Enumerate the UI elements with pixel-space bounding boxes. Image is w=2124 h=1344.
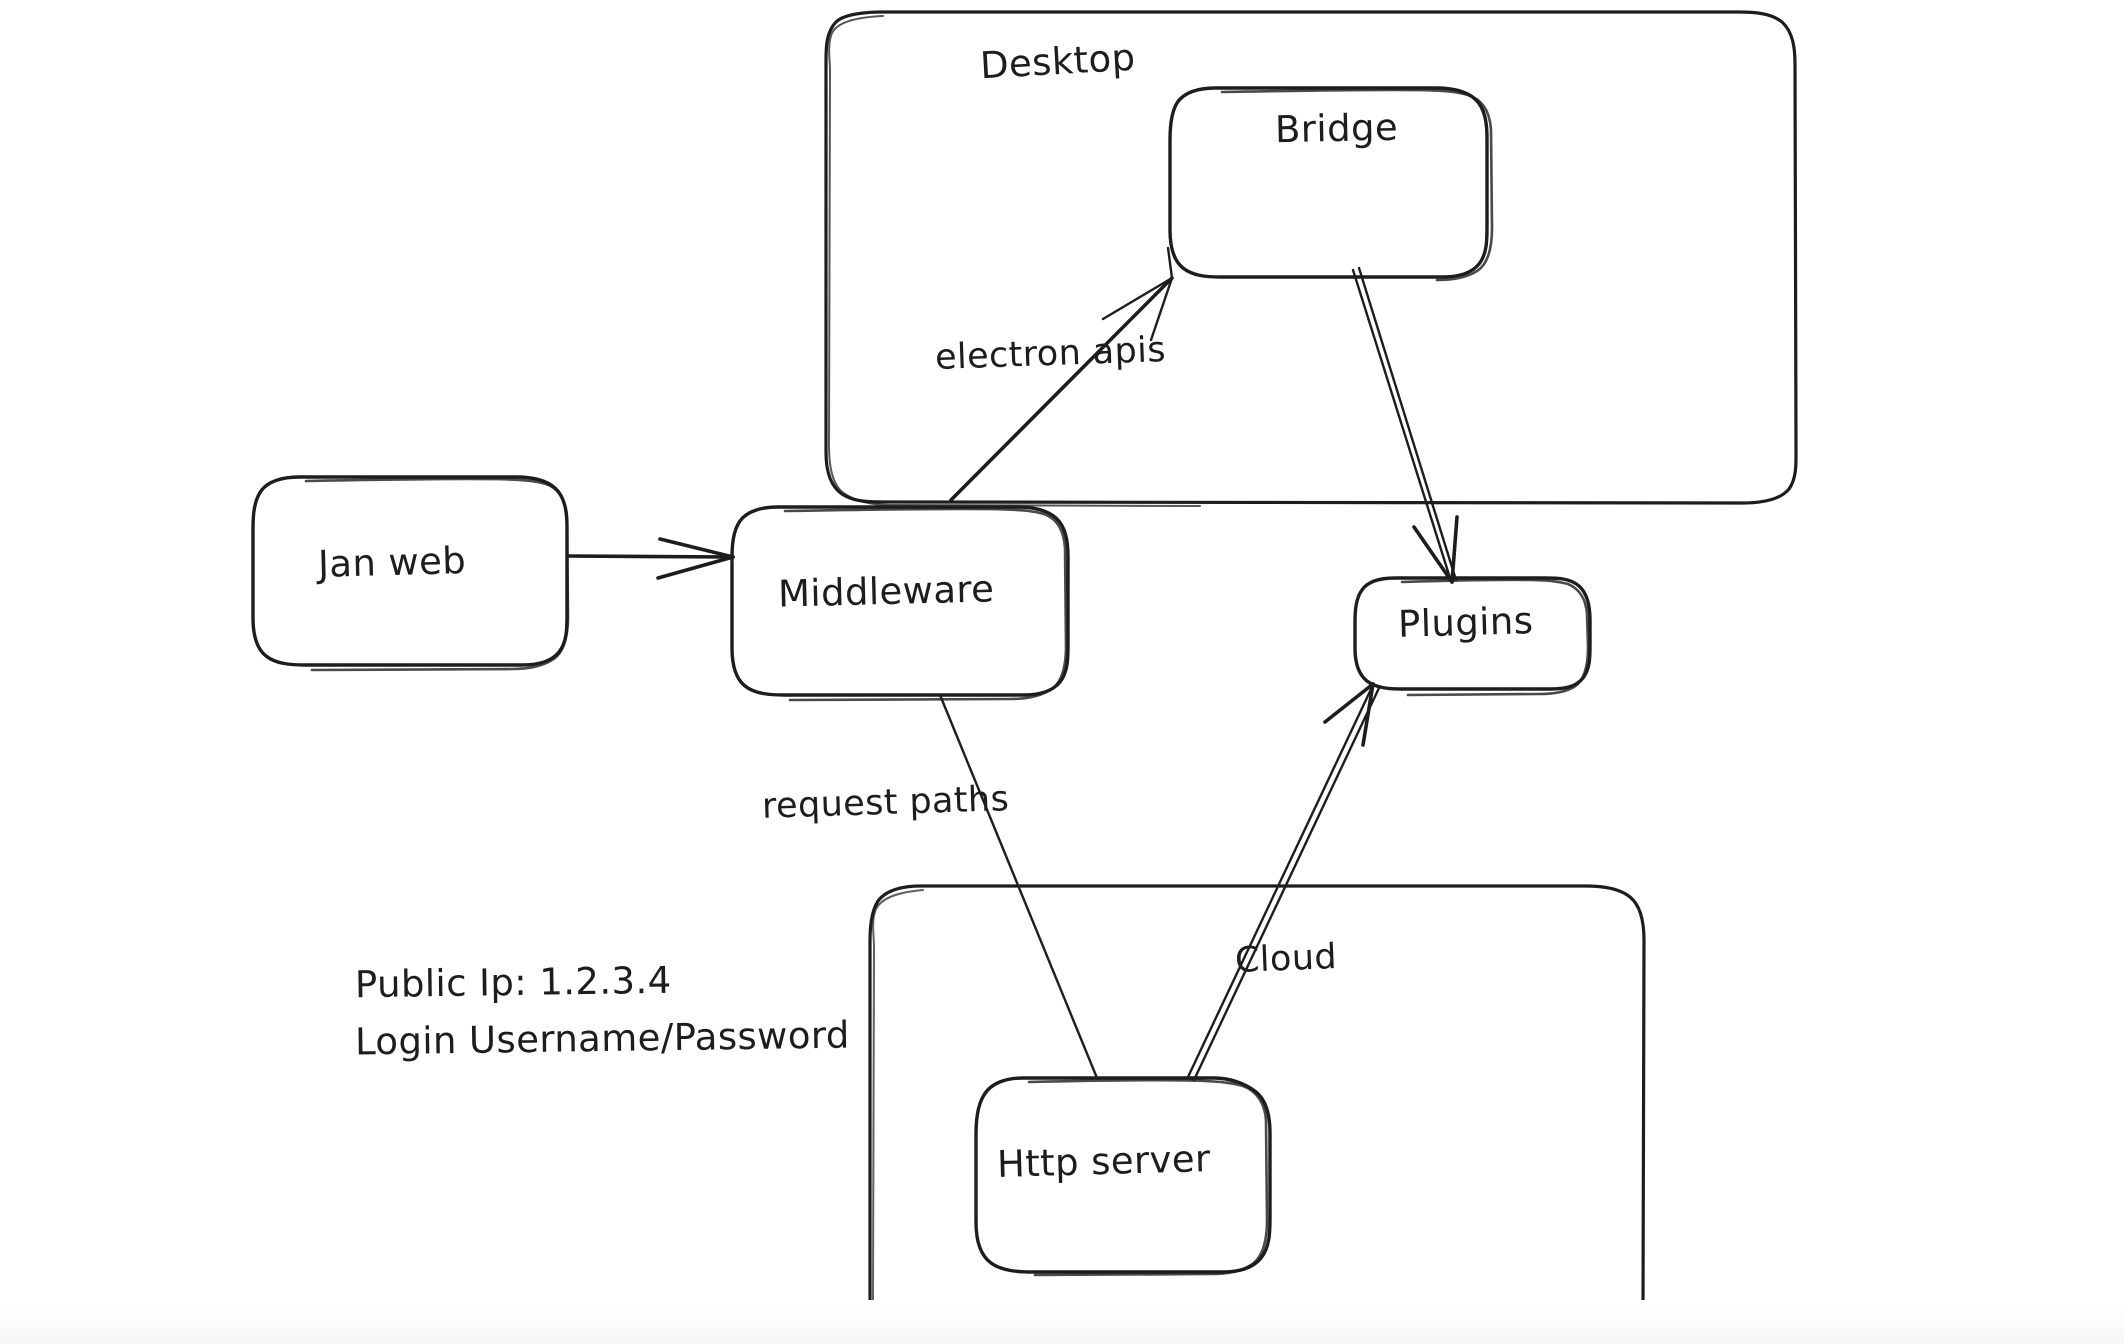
jan-web-box-shape [251, 475, 570, 672]
edge-label-electron-apis: electron apis [934, 329, 1167, 379]
plugins-box-shape [1353, 576, 1592, 697]
http-server-box-shape [974, 1076, 1272, 1277]
note-public-ip: Public Ip: 1.2.3.4 [354, 958, 672, 1007]
http-server-node-label: Http server [996, 1137, 1212, 1186]
bridge-box-shape [1168, 86, 1494, 282]
edge-bridge-plugins [1351, 266, 1459, 584]
jan-web-node-label: Jan web [317, 539, 467, 586]
edge-label-request-paths: request paths [761, 779, 1010, 827]
middleware-box-shape [730, 505, 1070, 702]
edge-middleware-bridge [949, 246, 1174, 502]
edge-label-cloud: Cloud [1234, 937, 1338, 981]
edge-httpserver-plugins [1186, 682, 1381, 1082]
desktop-container-shape [824, 10, 1798, 507]
middleware-node-label: Middleware [777, 567, 995, 616]
edge-httpserver-middleware [938, 693, 1099, 1080]
note-login-credentials: Login Username/Password [354, 1013, 850, 1064]
bridge-node-label: Bridge [1274, 105, 1399, 152]
desktop-container-label: Desktop [978, 35, 1137, 88]
edge-janweb-middleware [566, 537, 735, 580]
plugins-node-label: Plugins [1397, 599, 1534, 646]
